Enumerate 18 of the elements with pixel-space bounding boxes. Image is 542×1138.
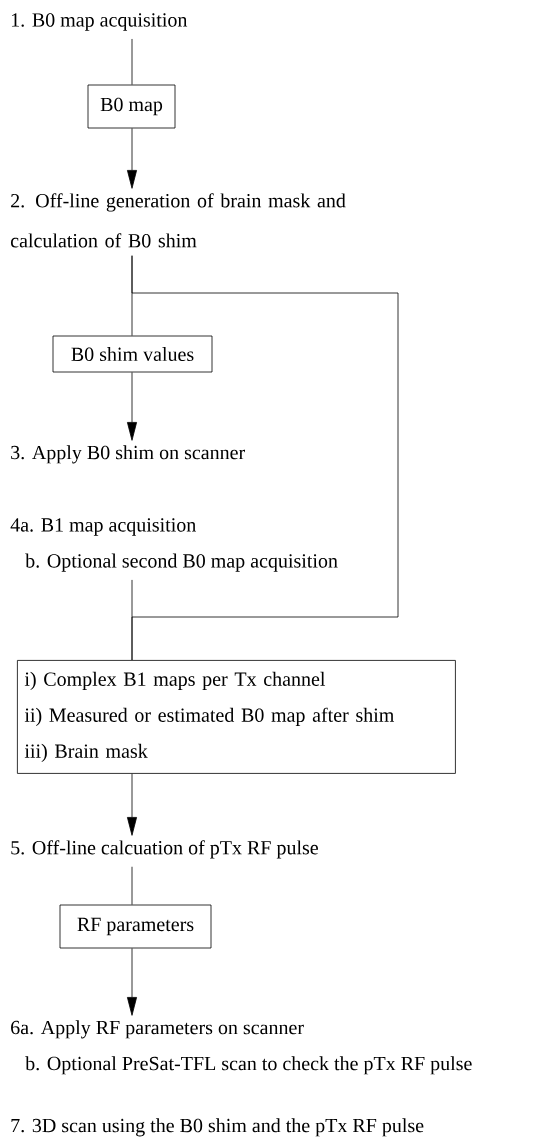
- step-text: 3. Apply B0 shim on scanner: [11, 445, 245, 464]
- step-text: 5. Off-line calcuation of pTx RF pulse: [11, 840, 318, 859]
- arrow: [127, 128, 137, 189]
- arrow: [127, 372, 137, 441]
- step-text: 4a. B1 map acquisition b. Optional second B0 map acquisition: [10, 518, 338, 572]
- connector-line: [131, 38, 133, 85]
- data-box: B0 shim values: [52, 335, 213, 373]
- connector-line: [131, 866, 133, 905]
- arrow: [127, 773, 137, 836]
- connector-line: [131, 579, 133, 661]
- data-box: B0 map: [87, 84, 176, 129]
- step-text: 7. 3D scan using the B0 shim and the pTx RF pulse: [11, 1118, 424, 1137]
- step-text: 6a. Apply RF parameters on scanner b. Optional PreSat-TFL scan to check the pTx RF pulse: [11, 1020, 472, 1075]
- data-box: RF parameters: [59, 904, 212, 949]
- input-list-box: i) Complex B1 maps per Tx channel ii) Measured or estimated B0 map after shim iii) Brain mask: [17, 660, 456, 774]
- arrow: [127, 948, 137, 1016]
- step-text: 1. B0 map acquisition: [11, 13, 188, 31]
- step-text: 2. Off-line generation of brain mask and calculation of B0 shim: [10, 193, 346, 248]
